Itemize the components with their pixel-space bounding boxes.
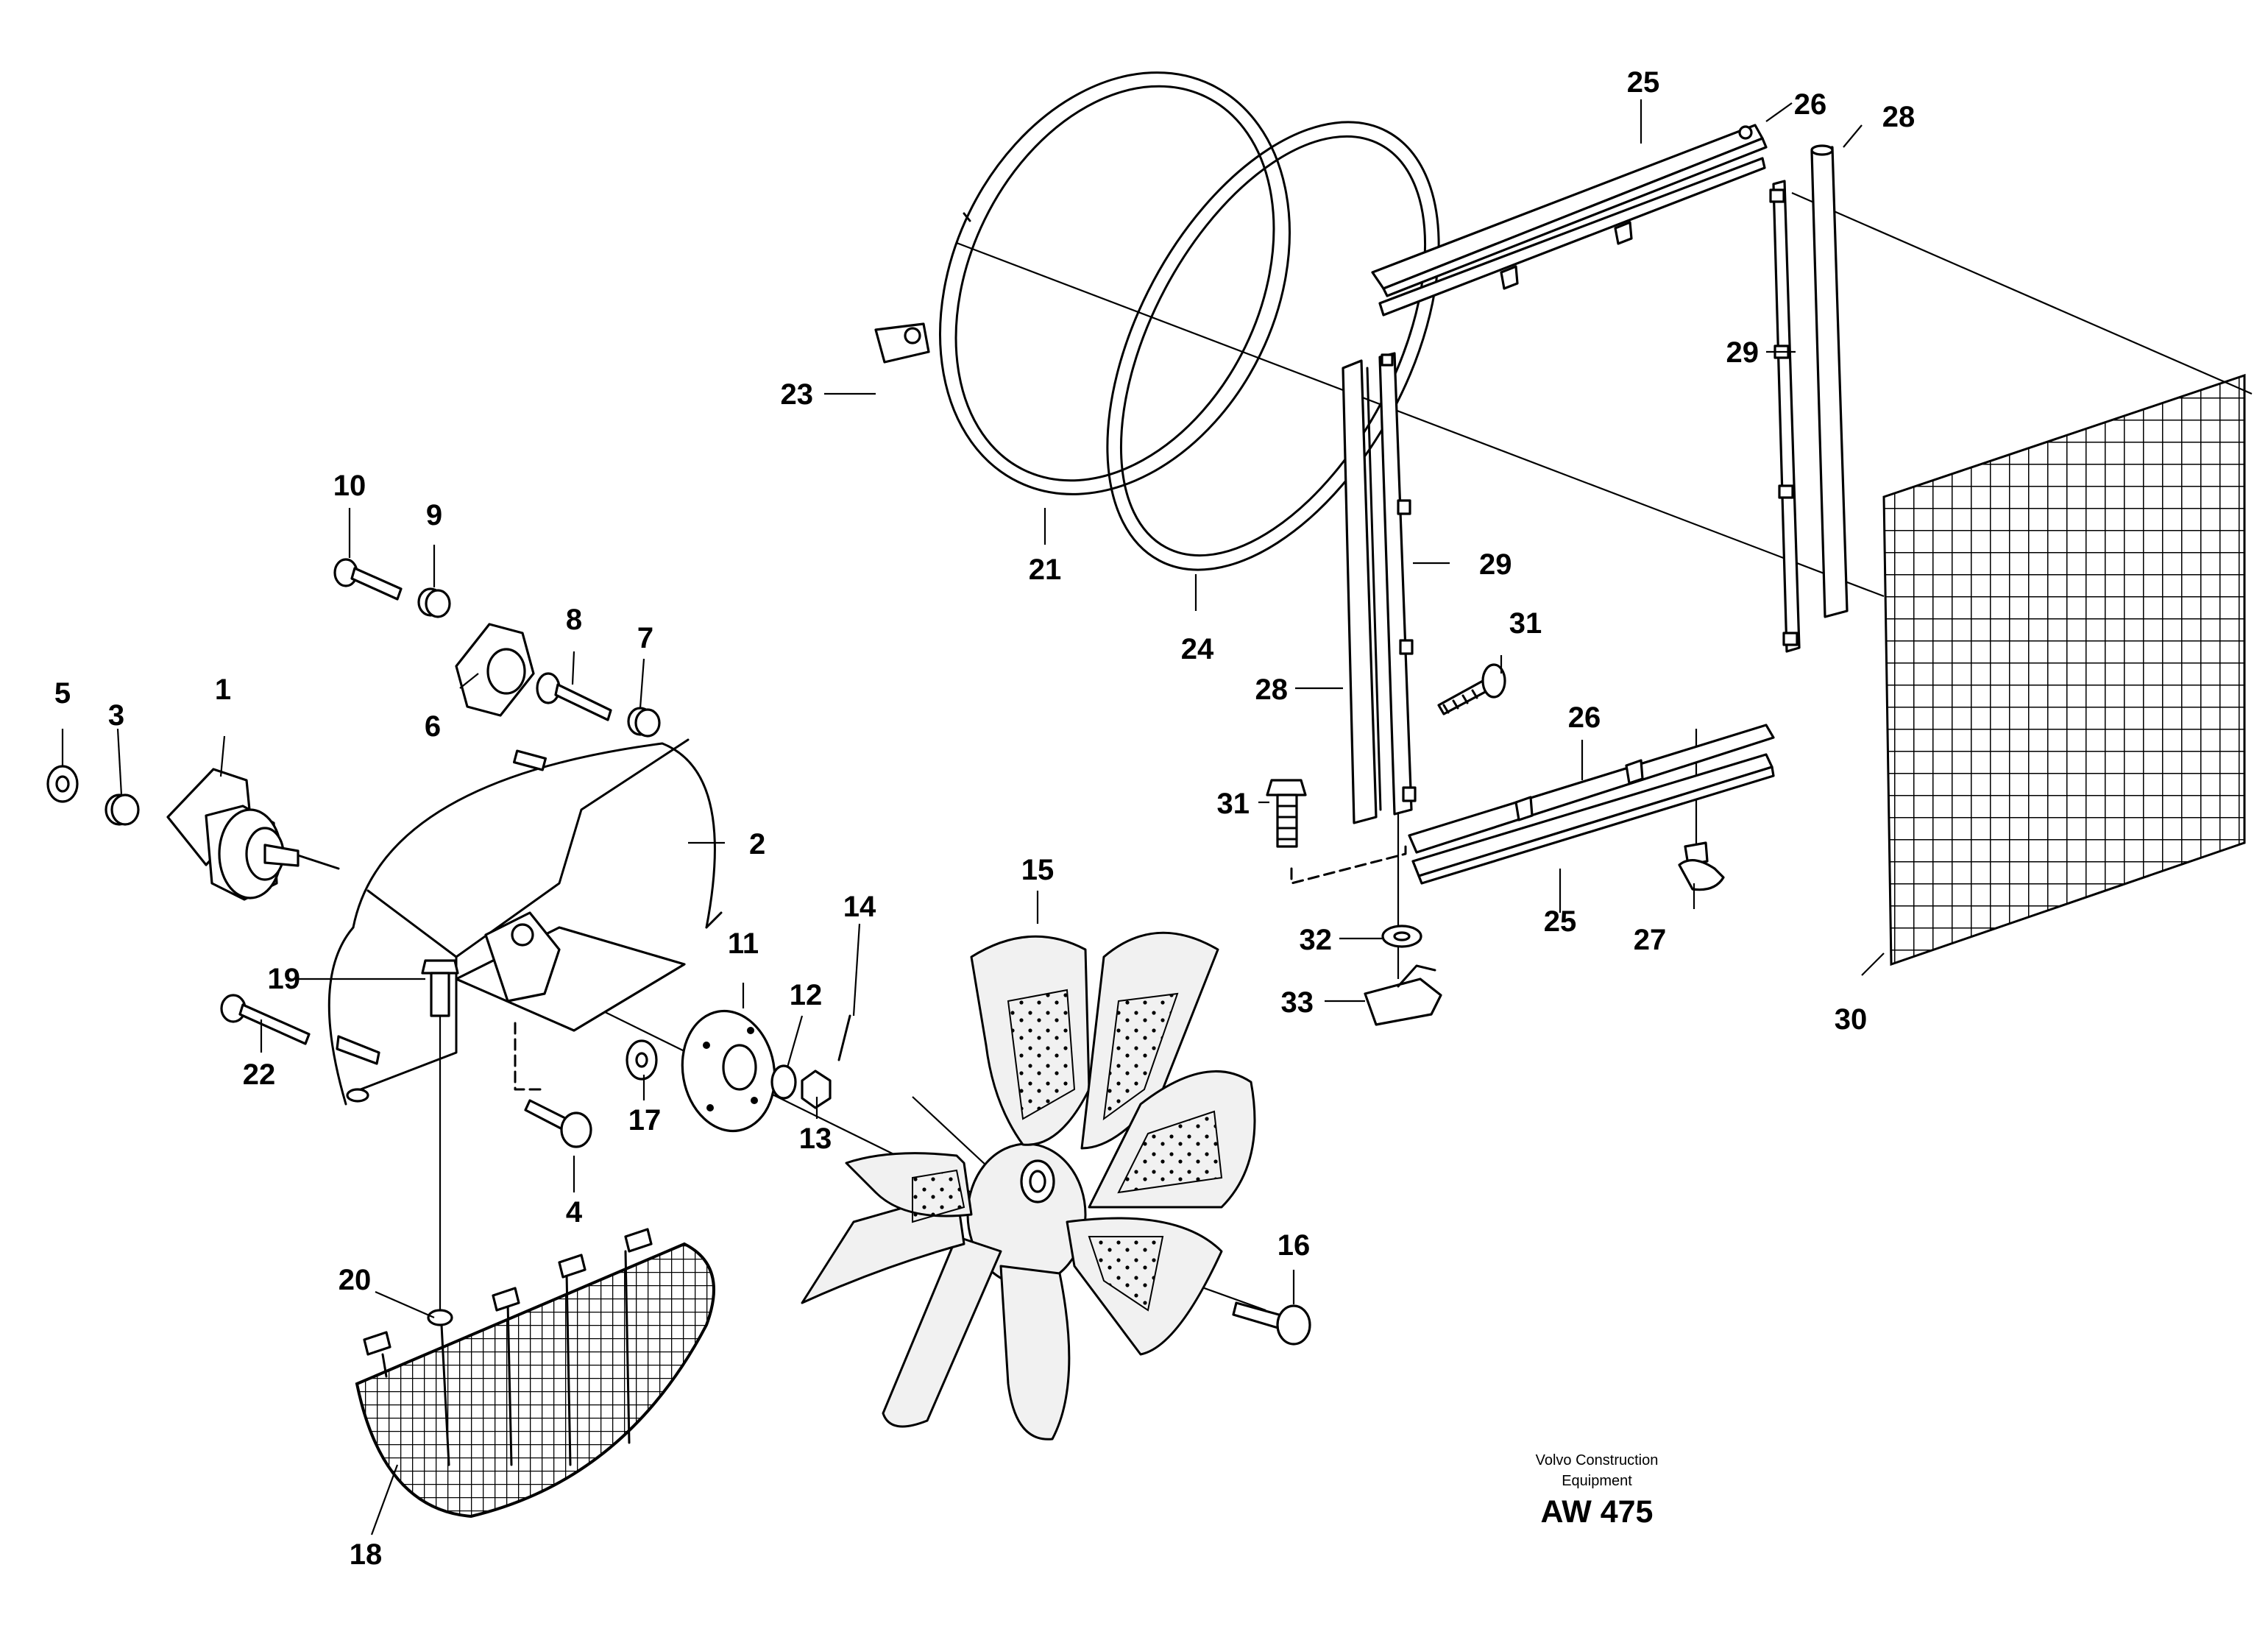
upper-rail-part-26 bbox=[1378, 157, 1766, 317]
pin-part-14 bbox=[837, 1014, 851, 1061]
hub-flange-part-11 bbox=[681, 1009, 776, 1133]
label-part-29-left: 29 bbox=[1479, 548, 1512, 581]
lower-mesh-guard-part-18 bbox=[355, 1228, 715, 1519]
label-part-32: 32 bbox=[1300, 924, 1333, 956]
spacer-part-3 bbox=[104, 793, 140, 826]
part-number-labels: 1 2 3 4 5 6 7 8 9 10 11 12 13 14 15 16 1… bbox=[54, 66, 1915, 1571]
vertical-bar-left-part-28 bbox=[1342, 359, 1382, 824]
label-part-31-upper: 31 bbox=[1509, 607, 1542, 640]
nut-part-13 bbox=[801, 1070, 832, 1109]
mesh-screen-part-30 bbox=[1882, 373, 2246, 966]
label-part-3: 3 bbox=[108, 699, 124, 732]
label-part-23: 23 bbox=[781, 378, 814, 411]
label-part-30: 30 bbox=[1835, 1003, 1868, 1036]
upper-rail-part-25 bbox=[1371, 124, 1768, 297]
label-part-22: 22 bbox=[243, 1058, 276, 1091]
label-part-26-upper: 26 bbox=[1794, 88, 1827, 121]
label-part-17: 17 bbox=[628, 1104, 662, 1137]
vertical-strip-right-part-29 bbox=[1769, 180, 1801, 653]
vertical-bar-right-part-28 bbox=[1810, 144, 1849, 618]
credit-company-line1: Volvo Construction bbox=[1536, 1452, 1659, 1468]
label-part-29-right: 29 bbox=[1726, 336, 1760, 369]
fan-shroud-ring-part-21 bbox=[939, 71, 1291, 495]
label-part-24: 24 bbox=[1181, 633, 1214, 665]
label-part-28-right: 28 bbox=[1882, 101, 1916, 133]
vertical-strip-left-part-29 bbox=[1378, 352, 1417, 816]
label-part-26-lower: 26 bbox=[1568, 701, 1601, 734]
washer-part-32 bbox=[1381, 925, 1422, 948]
label-part-6: 6 bbox=[425, 710, 441, 743]
label-part-7: 7 bbox=[637, 622, 653, 654]
washer-part-5 bbox=[46, 765, 79, 803]
label-part-9: 9 bbox=[426, 499, 442, 531]
label-part-2: 2 bbox=[749, 828, 765, 860]
label-part-12: 12 bbox=[790, 979, 823, 1011]
label-part-10: 10 bbox=[333, 470, 366, 502]
stud-part-8 bbox=[536, 672, 612, 721]
credit-company-line2: Equipment bbox=[1562, 1473, 1632, 1489]
label-part-4: 4 bbox=[566, 1196, 583, 1229]
label-part-14: 14 bbox=[843, 891, 876, 923]
label-part-15: 15 bbox=[1021, 854, 1055, 886]
label-part-8: 8 bbox=[566, 604, 582, 636]
label-part-25-lower: 25 bbox=[1544, 905, 1577, 938]
ring-bracket-part-23 bbox=[874, 322, 930, 364]
bolt-part-31-lower bbox=[1266, 779, 1307, 848]
clip-part-33 bbox=[1364, 964, 1442, 1026]
label-part-11: 11 bbox=[728, 927, 759, 960]
publisher-credit: Volvo Construction Equipment AW 475 bbox=[1536, 1452, 1659, 1530]
label-part-18: 18 bbox=[350, 1538, 383, 1571]
washer-part-17 bbox=[626, 1039, 658, 1081]
washer-part-12 bbox=[770, 1064, 797, 1100]
bolt-part-10 bbox=[333, 558, 403, 601]
drawing-code: AW 475 bbox=[1541, 1494, 1654, 1530]
lower-rail-part-25 bbox=[1411, 753, 1775, 885]
fan-blade-part-15 bbox=[801, 931, 1256, 1441]
spacer-part-9 bbox=[417, 587, 451, 618]
label-part-33: 33 bbox=[1281, 986, 1314, 1019]
leader-lines bbox=[61, 99, 1885, 1535]
label-part-1: 1 bbox=[215, 674, 231, 706]
bolt-part-19 bbox=[421, 959, 459, 1017]
fitting-part-27 bbox=[1678, 841, 1725, 891]
fan-guard-frame-part-2 bbox=[327, 738, 723, 1106]
label-part-19: 19 bbox=[268, 963, 301, 995]
label-part-20: 20 bbox=[339, 1264, 372, 1296]
label-part-5: 5 bbox=[54, 677, 71, 710]
label-part-13: 13 bbox=[799, 1123, 832, 1155]
label-part-31-lower: 31 bbox=[1217, 788, 1250, 820]
bolt-part-16 bbox=[1232, 1301, 1311, 1346]
bolt-part-4 bbox=[524, 1099, 592, 1148]
label-part-25-upper: 25 bbox=[1627, 66, 1660, 99]
label-part-16: 16 bbox=[1277, 1229, 1311, 1262]
bolt-part-31-upper bbox=[1437, 663, 1506, 715]
spacer-part-7 bbox=[627, 707, 661, 738]
label-part-21: 21 bbox=[1029, 554, 1062, 586]
bolt-part-22 bbox=[220, 994, 311, 1045]
nut-part-20 bbox=[427, 1309, 453, 1326]
lower-rail-part-26 bbox=[1408, 724, 1775, 854]
label-part-27: 27 bbox=[1634, 924, 1667, 956]
label-part-28-left: 28 bbox=[1255, 674, 1289, 706]
rubber-mount-part-6 bbox=[455, 623, 535, 717]
hydraulic-motor-part-1 bbox=[166, 768, 340, 901]
